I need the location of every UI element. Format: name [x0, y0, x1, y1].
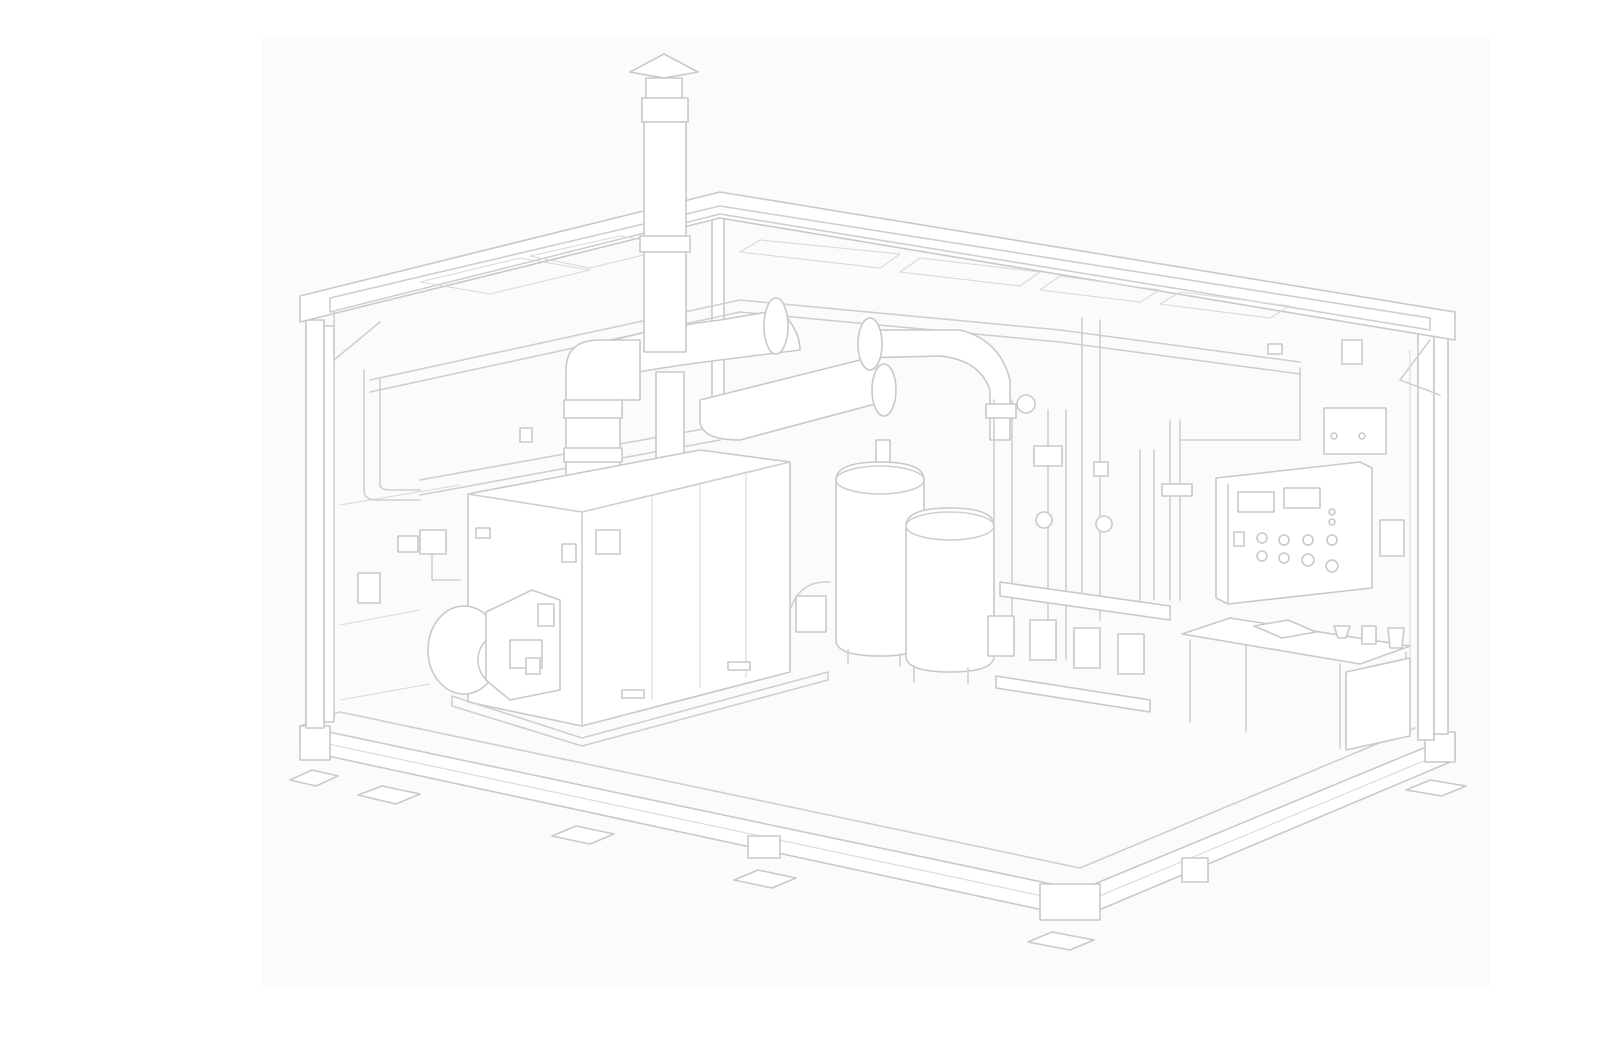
- buffer-tank-left: [835, 439, 925, 667]
- wall-fittings: [397, 529, 831, 633]
- roof-frame: [299, 191, 1456, 396]
- control-panel: [1215, 461, 1373, 605]
- flue-ducts: [579, 297, 1011, 441]
- buffer-tank-right: [905, 507, 995, 685]
- base-feet: [289, 769, 1467, 951]
- workbench: [1181, 617, 1411, 751]
- pump-manifold: [985, 394, 1171, 713]
- boiler-flue-elbow: [563, 339, 685, 491]
- chimney: [629, 53, 699, 353]
- wall-junction-box: [1323, 407, 1405, 557]
- burner: [427, 589, 561, 701]
